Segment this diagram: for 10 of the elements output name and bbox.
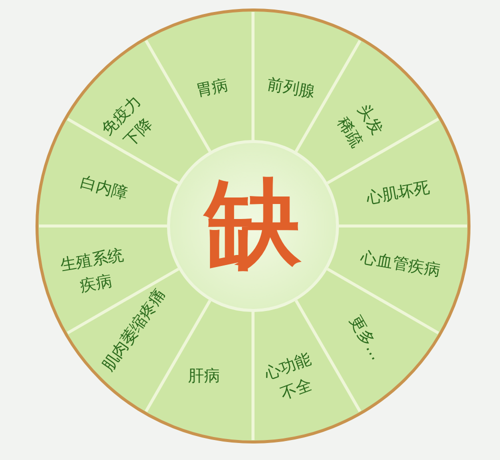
segment-label: 免疫力下降 [94,88,166,160]
segment-label: 更多… [340,306,392,370]
segment-label: 肝病 [179,364,229,388]
segment-label: 白内障 [72,168,136,208]
segment-label: 心血管疾病 [351,244,449,284]
segment-label: 胃病 [180,70,244,106]
segment-label: 心肌坏死 [356,174,440,212]
segment-label: 心功能不全 [257,346,327,410]
segment-label: 前列腺 [254,70,328,106]
segment-label: 生殖系统疾病 [54,242,134,302]
